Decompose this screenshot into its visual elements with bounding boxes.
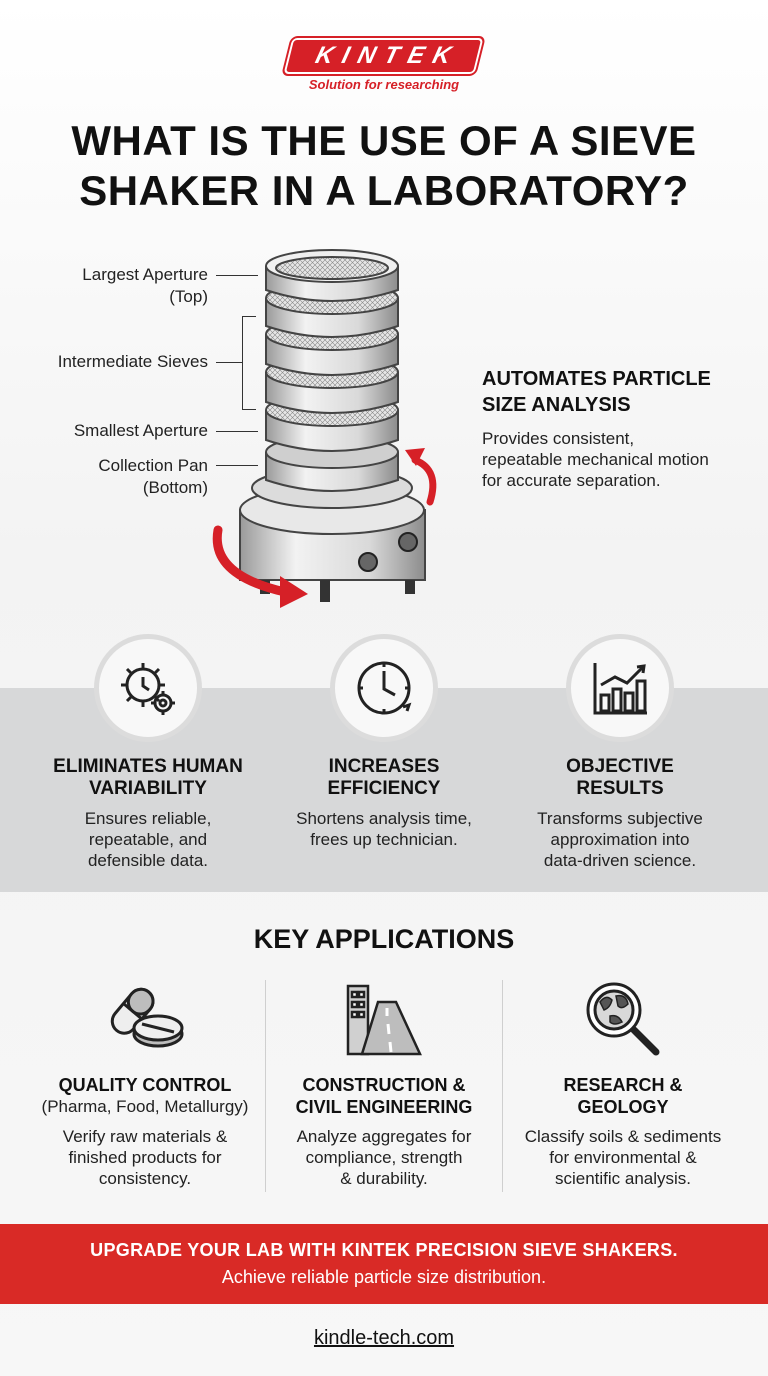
column-divider bbox=[265, 980, 266, 1192]
feature-title-line1: AUTOMATES PARTICLE bbox=[482, 368, 711, 390]
globe-magnifier-icon bbox=[586, 982, 660, 1056]
column-divider bbox=[502, 980, 503, 1192]
application-desc-line1: Analyze aggregates for bbox=[296, 1127, 472, 1146]
label-largest-line2: (Top) bbox=[169, 287, 208, 306]
label-largest-aperture: Largest Aperture (Top) bbox=[40, 264, 208, 308]
application-desc-line2: finished products for bbox=[68, 1148, 222, 1167]
label-pan-line1: Collection Pan bbox=[98, 456, 208, 475]
label-pan-line2: (Bottom) bbox=[142, 478, 208, 497]
application-title-line2: CIVIL ENGINEERING bbox=[295, 1097, 473, 1117]
title-line-1: WHAT IS THE USE OF A SIEVE bbox=[71, 117, 697, 164]
benefit-title-line1: INCREASES bbox=[328, 756, 440, 777]
label-smallest-aperture: Smallest Aperture bbox=[73, 421, 208, 440]
benefit-title-line2: RESULTS bbox=[576, 778, 664, 799]
benefit-title: OBJECTIVE RESULTS bbox=[510, 756, 730, 800]
application-title-line1: RESEARCH & bbox=[563, 1075, 683, 1095]
application-title-line1: CONSTRUCTION & bbox=[302, 1075, 466, 1095]
application-quality-control: QUALITY CONTROL (Pharma, Food, Metallurg… bbox=[30, 1074, 260, 1189]
application-construction: CONSTRUCTION & CIVIL ENGINEERING Analyze… bbox=[269, 1074, 499, 1189]
benefit-efficiency: INCREASES EFFICIENCY Shortens analysis t… bbox=[274, 756, 494, 850]
cta-banner[interactable]: UPGRADE YOUR LAB WITH KINTEK PRECISION S… bbox=[0, 1224, 768, 1304]
application-title: RESEARCH & GEOLOGY bbox=[508, 1074, 738, 1118]
benefit-title: ELIMINATES HUMAN VARIABILITY bbox=[38, 756, 258, 800]
application-desc-line3: consistency. bbox=[98, 1169, 192, 1188]
feature-title: AUTOMATES PARTICLE SIZE ANALYSIS bbox=[482, 366, 752, 418]
application-title: CONSTRUCTION & CIVIL ENGINEERING bbox=[269, 1074, 499, 1118]
leader-line-intermediate bbox=[216, 362, 242, 363]
benefit-desc: Ensures reliable, repeatable, and defens… bbox=[38, 808, 258, 871]
benefit-title-line1: OBJECTIVE bbox=[566, 756, 674, 777]
benefit-desc: Shortens analysis time, frees up technic… bbox=[274, 808, 494, 850]
brand-tagline: Solution for researching bbox=[308, 77, 460, 92]
benefit-title-line2: EFFICIENCY bbox=[327, 778, 441, 799]
label-largest-line1: Largest Aperture bbox=[82, 265, 208, 284]
website-link[interactable]: kindle-tech.com bbox=[313, 1327, 455, 1349]
feature-description: Provides consistent, repeatable mechanic… bbox=[482, 428, 752, 491]
application-subtitle: (Pharma, Food, Metallurgy) bbox=[41, 1097, 249, 1116]
label-collection-pan: Collection Pan (Bottom) bbox=[40, 455, 208, 499]
sieve-shaker-illustration bbox=[212, 249, 437, 608]
applications-heading: KEY APPLICATIONS bbox=[253, 924, 515, 954]
benefit-desc-line1: Ensures reliable, bbox=[84, 809, 212, 828]
benefit-desc-line2: frees up technician. bbox=[310, 830, 458, 849]
leader-line-largest bbox=[216, 275, 258, 276]
application-desc: Classify soils & sediments for environme… bbox=[508, 1126, 738, 1189]
application-desc-line3: scientific analysis. bbox=[554, 1169, 692, 1188]
brand-logo: KINTEK Solution for researching bbox=[0, 40, 768, 92]
leader-line-pan bbox=[216, 465, 258, 466]
intermediate-bracket bbox=[242, 316, 256, 410]
cta-subline: Achieve reliable particle size distribut… bbox=[221, 1267, 547, 1287]
pills-icon bbox=[110, 987, 184, 1048]
feature-desc-line2: repeatable mechanical motion bbox=[482, 450, 709, 469]
clock-icon bbox=[330, 634, 438, 742]
benefit-desc-line2: approximation into bbox=[550, 830, 690, 849]
feature-desc-line1: Provides consistent, bbox=[482, 429, 635, 448]
application-desc-line3: & durability. bbox=[340, 1169, 428, 1188]
feature-desc-line3: for accurate separation. bbox=[482, 471, 661, 490]
benefit-desc-line3: data-driven science. bbox=[543, 851, 697, 870]
gear-clock-icon bbox=[94, 634, 202, 742]
leader-line-smallest bbox=[216, 431, 258, 432]
benefit-desc: Transforms subjective approximation into… bbox=[510, 808, 730, 871]
benefit-desc-line1: Transforms subjective bbox=[537, 809, 703, 828]
chart-icon bbox=[566, 634, 674, 742]
application-desc-line2: for environmental & bbox=[549, 1148, 697, 1167]
benefit-title-line2: VARIABILITY bbox=[89, 778, 207, 799]
benefit-title: INCREASES EFFICIENCY bbox=[274, 756, 494, 800]
title-line-2: SHAKER IN A LABORATORY? bbox=[79, 167, 689, 214]
application-desc-line1: Classify soils & sediments bbox=[524, 1127, 722, 1146]
logo-text: KINTEK bbox=[286, 40, 482, 72]
benefit-objective-results: OBJECTIVE RESULTS Transforms subjective … bbox=[510, 756, 730, 871]
feature-title-line2: SIZE ANALYSIS bbox=[482, 394, 631, 416]
label-intermediate: Intermediate Sieves bbox=[57, 352, 208, 371]
application-desc: Verify raw materials & finished products… bbox=[30, 1126, 260, 1189]
application-research: RESEARCH & GEOLOGY Classify soils & sedi… bbox=[508, 1074, 738, 1189]
application-desc-line2: compliance, strength bbox=[305, 1148, 463, 1167]
benefit-desc-line2: repeatable, and bbox=[88, 830, 208, 849]
benefit-human-variability: ELIMINATES HUMAN VARIABILITY Ensures rel… bbox=[38, 756, 258, 871]
benefit-desc-line3: defensible data. bbox=[87, 851, 209, 870]
page-title: WHAT IS THE USE OF A SIEVE SHAKER IN A L… bbox=[20, 116, 748, 216]
application-title-line2: GEOLOGY bbox=[577, 1097, 669, 1117]
application-title: QUALITY CONTROL bbox=[58, 1075, 232, 1095]
application-desc-line1: Verify raw materials & bbox=[62, 1127, 228, 1146]
cta-headline: UPGRADE YOUR LAB WITH KINTEK PRECISION S… bbox=[90, 1240, 678, 1260]
application-desc: Analyze aggregates for compliance, stren… bbox=[269, 1126, 499, 1189]
benefit-title-line1: ELIMINATES HUMAN bbox=[53, 756, 243, 777]
benefit-desc-line1: Shortens analysis time, bbox=[296, 809, 472, 828]
road-building-icon bbox=[346, 984, 422, 1056]
